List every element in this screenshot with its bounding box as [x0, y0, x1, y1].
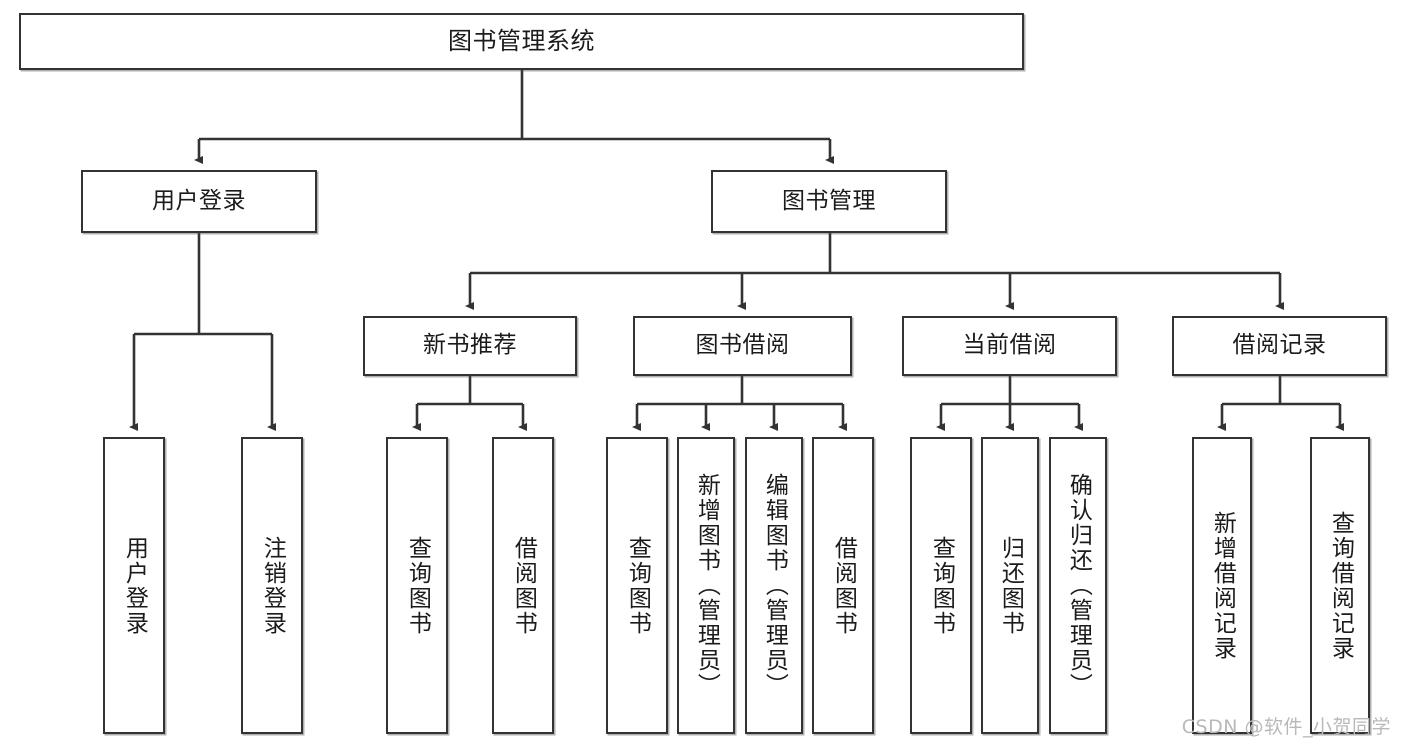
leaf-borrow-record-add[interactable]: 新增借阅记录: [1192, 437, 1252, 734]
node-user-login[interactable]: 用户登录: [81, 170, 317, 233]
leaf-label: 注销登录: [259, 535, 286, 636]
leaf-book-borrow-edit[interactable]: 编辑图书（管理员）: [745, 437, 803, 734]
leaf-current-borrow-confirm[interactable]: 确认归还（管理员）: [1049, 437, 1107, 734]
leaf-new-book-query[interactable]: 查询图书: [386, 437, 448, 734]
leaf-book-borrow-query[interactable]: 查询图书: [606, 437, 668, 734]
leaf-label: 新增图书（管理员）: [693, 473, 720, 698]
leaf-user-login-signout[interactable]: 注销登录: [241, 437, 303, 734]
leaf-label: 借阅图书: [830, 535, 857, 636]
node-book-management[interactable]: 图书管理: [711, 170, 947, 233]
leaf-book-borrow-lend[interactable]: 借阅图书: [812, 437, 874, 734]
leaf-label: 新增借阅记录: [1209, 510, 1236, 661]
leaf-label: 借阅图书: [510, 535, 537, 636]
leaf-label: 查询图书: [624, 535, 651, 636]
node-borrow-record[interactable]: 借阅记录: [1172, 316, 1387, 376]
node-current-borrow[interactable]: 当前借阅: [902, 316, 1117, 376]
leaf-label: 归还图书: [997, 535, 1024, 636]
leaf-label: 编辑图书（管理员）: [761, 473, 788, 698]
csdn-watermark: CSDN @软件_小贺同学: [1181, 716, 1391, 738]
leaf-borrow-record-query[interactable]: 查询借阅记录: [1310, 437, 1370, 734]
leaf-current-borrow-query[interactable]: 查询图书: [910, 437, 972, 734]
leaf-label: 确认归还（管理员）: [1065, 473, 1092, 698]
leaf-current-borrow-return[interactable]: 归还图书: [981, 437, 1039, 734]
leaf-label: 用户登录: [121, 535, 148, 636]
leaf-label: 查询借阅记录: [1327, 510, 1354, 661]
node-book-borrow[interactable]: 图书借阅: [633, 316, 852, 376]
node-new-book-recommend[interactable]: 新书推荐: [363, 316, 577, 376]
leaf-new-book-borrow[interactable]: 借阅图书: [492, 437, 554, 734]
leaf-user-login-signin[interactable]: 用户登录: [103, 437, 165, 734]
leaf-book-borrow-add[interactable]: 新增图书（管理员）: [677, 437, 735, 734]
leaf-label: 查询图书: [404, 535, 431, 636]
leaf-label: 查询图书: [928, 535, 955, 636]
node-root-system[interactable]: 图书管理系统: [19, 13, 1024, 70]
